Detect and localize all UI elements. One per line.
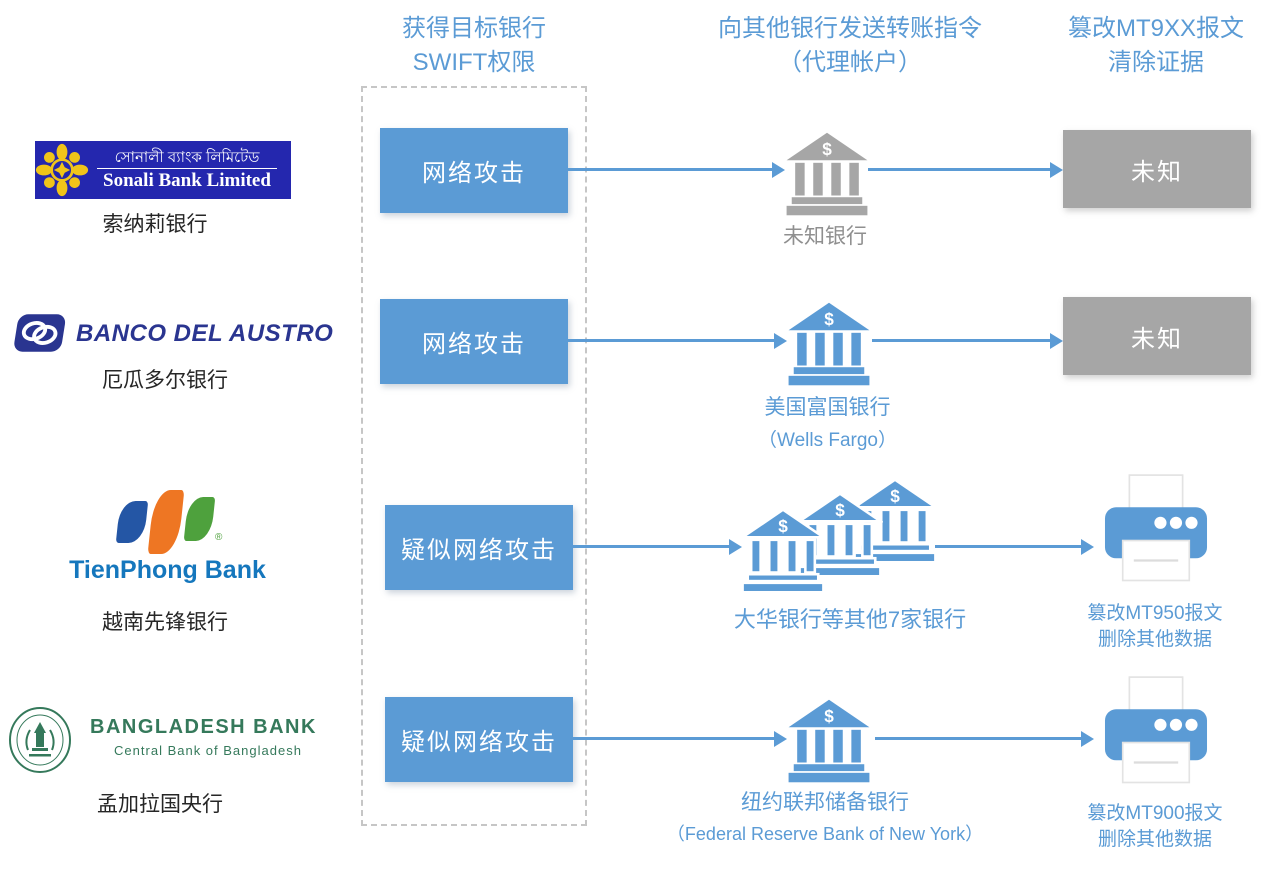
evidence-line1: 篡改MT950报文 (1087, 603, 1223, 624)
evidence-label: 篡改MT900报文 删除其他数据 (1055, 801, 1255, 853)
dollar-sign: $ (890, 486, 900, 506)
header-line: 清除证据 (1108, 49, 1204, 76)
tpb-leaf-blue (115, 501, 149, 543)
printer-icon (1100, 676, 1212, 803)
bank-building-icon: $ (784, 127, 870, 226)
dollar-sign: $ (822, 139, 832, 159)
header-line: （代理帐户） (778, 49, 922, 76)
column-header-swift-access: 获得目标银行 SWIFT权限 (354, 12, 594, 80)
dollar-sign: $ (824, 309, 834, 329)
tienphong-bank-logo-icon: ® (115, 490, 223, 556)
target-bank-name-en: （Wells Fargo） (757, 430, 897, 451)
evidence-line2: 删除其他数据 (1097, 629, 1212, 650)
evidence-label: 未知 (1131, 158, 1183, 186)
flow-arrow (572, 545, 729, 548)
sonali-bank-logo: সোনালী ব্যাংক লিমিটেড Sonali Bank Limite… (35, 141, 291, 199)
header-line: SWIFT权限 (412, 49, 536, 76)
divider (97, 167, 277, 169)
tienphong-bank-wordmark: TienPhong Bank (69, 556, 266, 584)
attack-method-box: 疑似网络攻击 (385, 505, 573, 590)
target-bank-label: 美国富国银行 （Wells Fargo） (700, 391, 955, 452)
column-header-tamper-mt9xx: 篡改MT9XX报文 清除证据 (1043, 12, 1269, 80)
bangladesh-bank-wordmark: BANGLADESH BANK (90, 716, 317, 738)
attack-method-label: 疑似网络攻击 (401, 537, 557, 564)
target-bank-name: 大华银行等其他7家银行 (733, 607, 967, 632)
source-bank-name-cn: 厄瓜多尔银行 (102, 369, 228, 392)
printer-icon (1100, 474, 1212, 601)
sonali-english-name: Sonali Bank Limited (103, 169, 271, 191)
flow-arrow (872, 339, 1050, 342)
evidence-unknown-box: 未知 (1063, 297, 1251, 375)
attack-method-label: 疑似网络攻击 (401, 729, 557, 756)
flow-arrow (868, 168, 1050, 171)
banco-del-austro-logo-icon (10, 313, 68, 353)
dollar-sign: $ (824, 706, 834, 726)
dashed-group-border (361, 86, 587, 826)
source-bank-name-cn: 孟加拉国央行 (97, 793, 223, 816)
evidence-unknown-box: 未知 (1063, 130, 1251, 208)
flow-arrow (935, 545, 1081, 548)
registered-mark: ® (215, 532, 223, 543)
bank-building-icon-front: $ (738, 504, 828, 603)
target-bank-name: 美国富国银行 (764, 396, 891, 419)
dollar-sign: $ (778, 516, 788, 536)
source-bank-name-cn: 越南先锋银行 (102, 611, 228, 634)
attack-method-box: 网络攻击 (380, 128, 568, 213)
evidence-line1: 篡改MT900报文 (1087, 803, 1223, 824)
flow-arrow (572, 737, 774, 740)
target-bank-label: 大华银行等其他7家银行 (690, 602, 1010, 634)
sonali-emblem-icon (35, 143, 89, 197)
attack-method-label: 网络攻击 (422, 331, 526, 358)
target-bank-label: 未知银行 (720, 220, 930, 250)
target-bank-name: 纽约联邦储备银行 (741, 791, 909, 814)
source-bank-name-cn: 索纳莉银行 (102, 213, 208, 236)
header-line: 获得目标银行 (402, 15, 546, 42)
evidence-line2: 删除其他数据 (1097, 829, 1212, 850)
bangladesh-bank-seal-icon (8, 706, 72, 774)
flow-arrow (568, 339, 774, 342)
sonali-bengali-name: সোনালী ব্যাংক লিমিটেড (114, 148, 260, 166)
dollar-sign: $ (835, 500, 845, 520)
attack-method-box: 网络攻击 (380, 299, 568, 384)
flow-arrow (568, 168, 772, 171)
evidence-label: 未知 (1131, 325, 1183, 353)
target-bank-name: 未知银行 (783, 225, 867, 248)
tpb-leaf-orange (147, 490, 185, 554)
bangladesh-bank-subtitle: Central Bank of Bangladesh (114, 743, 302, 758)
evidence-label: 篡改MT950报文 删除其他数据 (1055, 601, 1255, 653)
attack-method-label: 网络攻击 (422, 160, 526, 187)
flow-arrow (875, 737, 1081, 740)
bank-building-icon: $ (786, 297, 872, 396)
attack-method-box: 疑似网络攻击 (385, 697, 573, 782)
header-line: 向其他银行发送转账指令 (718, 15, 982, 42)
bank-building-icon: $ (786, 694, 872, 793)
tpb-leaf-green (183, 497, 216, 541)
target-bank-label: 纽约联邦储备银行 （Federal Reserve Bank of New Yo… (630, 786, 1020, 846)
column-header-transfer-orders: 向其他银行发送转账指令 （代理帐户） (655, 12, 1045, 80)
target-bank-name-en: （Federal Reserve Bank of New York） (666, 824, 984, 844)
banco-del-austro-wordmark: BANCO DEL AUSTRO (76, 320, 334, 347)
header-line: 篡改MT9XX报文 (1067, 15, 1244, 42)
